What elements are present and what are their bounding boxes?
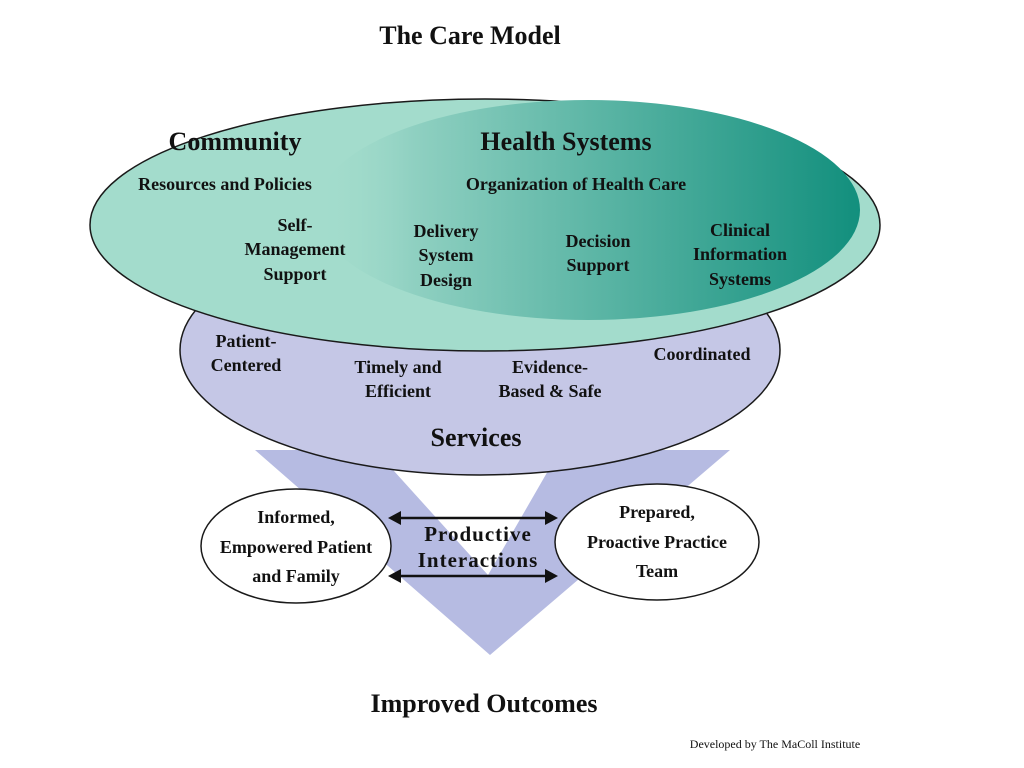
delivery-system-design-label: Delivery System Design — [413, 221, 479, 290]
page-title: The Care Model — [379, 21, 561, 50]
team-oval — [554, 483, 760, 601]
timely-efficient-label: Timely and Efficient — [354, 357, 442, 402]
services-heading: Services — [430, 423, 522, 452]
double-arrow-bottom — [388, 569, 558, 583]
patient-family-label: Informed, Empowered Patient and Family — [219, 507, 373, 587]
decision-support-label: Decision Support — [565, 231, 631, 276]
health-systems-heading: Health Systems — [480, 127, 652, 156]
coordinated-label: Coordinated — [653, 344, 751, 364]
health-systems-subheading: Organization of Health Care — [465, 174, 687, 194]
evidence-based-safe-label: Evidence- Based & Safe — [498, 357, 602, 402]
practice-team-label: Prepared, Proactive Practice Team — [586, 502, 728, 582]
self-management-support-label: Self- Management Support — [244, 215, 346, 284]
patient-centered-label: Patient- Centered — [210, 331, 282, 376]
clinical-information-systems-label: Clinical Information Systems — [693, 220, 787, 289]
community-subheading: Resources and Policies — [138, 174, 312, 194]
improved-outcomes-label: Improved Outcomes — [370, 689, 598, 718]
community-heading: Community — [168, 127, 302, 156]
double-arrow-top — [388, 511, 558, 525]
patient-oval — [200, 488, 392, 604]
health-systems-ellipse — [316, 100, 860, 320]
productive-interactions-label: Productive Interactions — [417, 522, 539, 573]
credit-text: Developed by The MaColl Institute — [689, 737, 861, 751]
